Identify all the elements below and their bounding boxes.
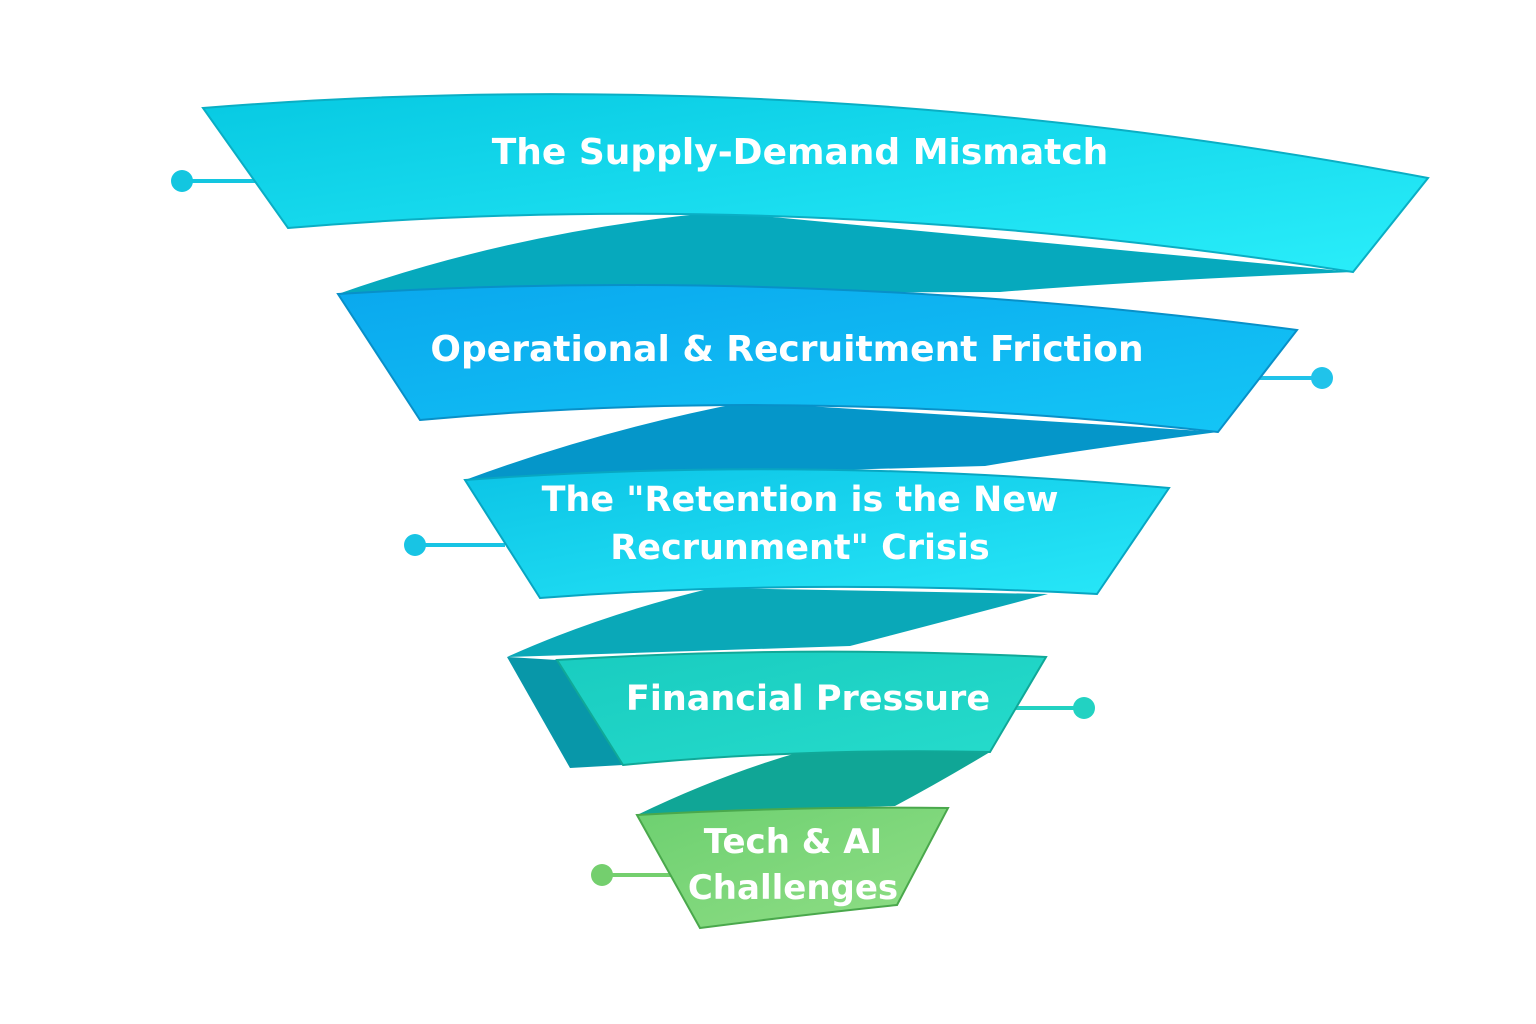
ribbon-4-5	[637, 752, 990, 815]
connector-4	[1012, 697, 1095, 719]
stage-3-label-line-2: Recrunment" Crisis	[610, 528, 989, 568]
ribbon-1-2	[338, 212, 1353, 294]
connector-1	[171, 170, 258, 192]
stage-4: Financial Pressure	[555, 650, 1048, 767]
stage-5-label-line-2: Challenges	[688, 868, 898, 908]
ribbon-3-4	[507, 588, 1048, 657]
stage-4-label: Financial Pressure	[626, 679, 990, 719]
stage-5: Tech & AI Challenges	[635, 806, 950, 930]
stage-1-label: The Supply-Demand Mismatch	[492, 132, 1109, 173]
connector-5	[591, 864, 672, 886]
connector-3	[404, 534, 505, 556]
stage-2: Operational & Recruitment Friction	[336, 284, 1299, 434]
connector-2	[1255, 367, 1333, 389]
ribbon-3-4-fold	[507, 657, 623, 768]
stage-5-label-line-1: Tech & AI	[704, 822, 882, 862]
ribbon-2-3	[465, 402, 1218, 480]
stage-1: The Supply-Demand Mismatch	[201, 93, 1430, 274]
stage-2-label: Operational & Recruitment Friction	[430, 329, 1143, 370]
stage-3-label-line-1: The "Retention is the New	[542, 480, 1059, 520]
stage-3: The "Retention is the New Recrunment" Cr…	[463, 468, 1171, 600]
